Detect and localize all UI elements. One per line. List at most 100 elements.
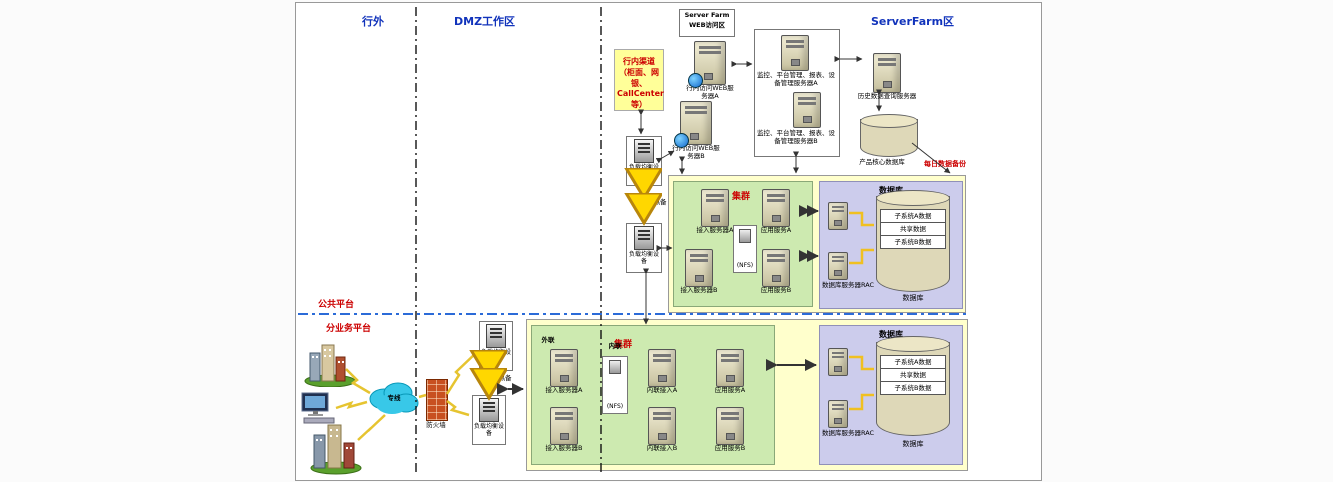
web-server-b: 行内访问WEB服务器B xyxy=(670,101,722,161)
web-access-area-box: Server Farm WEB访问区 xyxy=(679,9,735,37)
server-icon xyxy=(828,348,848,376)
city-buildings-icon xyxy=(304,344,356,387)
dmz-load-balancer-bottom: 负载均衡设备 xyxy=(472,395,506,445)
lightning-bolt-icon xyxy=(445,351,478,395)
access-server-a-bottom-label: 接入服务器A xyxy=(545,386,583,394)
globe-icon xyxy=(688,73,703,88)
core-database-label: 产品核心数据库 xyxy=(859,158,905,166)
public-platform-label: 公共平台 xyxy=(318,300,355,310)
zone-label-serverfarm: ServerFarm区 xyxy=(871,15,955,28)
access-server-a-top: 接入服务器A xyxy=(692,189,738,235)
app-server-b-bottom-label: 应用服务B xyxy=(714,444,746,452)
server-icon xyxy=(828,252,848,280)
workstation-icon xyxy=(301,392,335,424)
dmz-lb-top-label: 负载均衡设备 xyxy=(481,349,512,364)
zone-label-outside: 行外 xyxy=(362,15,384,28)
access-server-b-top-label: 接入服务器B xyxy=(680,286,718,294)
server-icon xyxy=(781,35,809,71)
internal-access-a: 内联接入A xyxy=(638,349,686,395)
web-server-a: 行内访问WEB服务器A xyxy=(684,41,736,101)
globe-icon xyxy=(674,133,689,148)
access-server-b-bottom-label: 接入服务器B xyxy=(545,444,583,452)
server-icon xyxy=(550,349,578,387)
server-icon xyxy=(828,400,848,428)
daily-backup-label: 每日数据备份 xyxy=(924,160,966,168)
mgmt-server-a-label: 监控、平台管理、报表、设备管理服务器A xyxy=(757,71,835,87)
lightning-bolt-icon xyxy=(335,400,368,410)
access-server-a-top-label: 接入服务器A xyxy=(696,226,734,234)
app-server-b-top-label: 应用服务B xyxy=(760,286,792,294)
server-icon xyxy=(701,189,729,227)
db-band: 共享数据 xyxy=(880,369,946,382)
web-load-balancer-top: 负载均衡设备 xyxy=(626,136,662,186)
database-cylinder-icon: 子系统A数据 共享数据 子系统B数据 xyxy=(876,190,950,292)
db-top-rac-label: 数据库服务器RAC xyxy=(821,281,875,289)
web-access-area-line2: WEB访问区 xyxy=(688,21,726,30)
zone-label-dmz: DMZ工作区 xyxy=(454,15,516,28)
web-server-b-label: 行内访问WEB服务器B xyxy=(672,144,720,160)
server-icon xyxy=(688,41,726,88)
server-icon xyxy=(674,101,712,148)
server-icon xyxy=(828,202,848,230)
database-box-top: 数据库 数据库服务器RAC 子系统A数据 共享数据 子系统B数据 数据库 xyxy=(819,181,963,309)
history-query-server-label: 历史数据查询服务器 xyxy=(857,92,917,100)
history-query-server: 历史数据查询服务器 xyxy=(856,53,918,101)
access-server-b-top: 接入服务器B xyxy=(676,249,722,295)
internal-access-a-label: 内联接入A xyxy=(646,386,678,394)
sub-business-platform-label: 分业务平台 xyxy=(326,324,372,334)
external-label: 外联 xyxy=(541,336,555,344)
server-icon xyxy=(716,349,744,387)
dmz-hot-standby-label: 热备 xyxy=(498,374,512,382)
app-server-a-top-label: 应用服务A xyxy=(760,226,792,234)
server-icon xyxy=(762,249,790,287)
load-balancer-icon xyxy=(634,139,654,163)
db-band: 子系统A数据 xyxy=(880,355,946,369)
management-servers-box: 监控、平台管理、报表、设备管理服务器A 监控、平台管理、报表、设备管理服务器B xyxy=(754,29,840,157)
server-icon xyxy=(648,407,676,445)
internal-label: 内联 xyxy=(608,342,622,350)
db-bottom-rac-label: 数据库服务器RAC xyxy=(821,429,875,437)
load-balancer-icon xyxy=(479,398,499,422)
nfs-icon xyxy=(739,229,751,243)
diagram-canvas: 行外 DMZ工作区 ServerFarm区 Server Farm WEB访问区… xyxy=(295,2,1042,481)
db-band: 共享数据 xyxy=(880,223,946,236)
dmz-load-balancer-top: 负载均衡设备 xyxy=(479,321,513,371)
cluster-top-title: 集群 xyxy=(732,192,751,202)
load-balancer-icon xyxy=(634,226,654,250)
dmz-lb-bottom-label: 负载均衡设备 xyxy=(474,423,505,438)
access-server-b-bottom: 接入服务器B xyxy=(540,407,588,453)
core-database-cylinder-icon xyxy=(860,114,918,157)
leased-line-label: 专线 xyxy=(387,394,401,402)
web-lb-bottom-label: 负载均衡设备 xyxy=(628,251,659,266)
server-icon xyxy=(762,189,790,227)
db-top-cyl-label: 数据库 xyxy=(902,294,924,302)
web-load-balancer-bottom: 负载均衡设备 xyxy=(626,223,662,273)
app-server-a-top: 应用服务A xyxy=(753,189,799,235)
mgmt-server-b-label: 监控、平台管理、报表、设备管理服务器B xyxy=(757,129,835,145)
server-icon xyxy=(873,53,901,93)
server-icon xyxy=(793,92,821,128)
load-balancer-icon xyxy=(486,324,506,348)
cloud-icon xyxy=(369,382,419,414)
nfs-icon xyxy=(609,360,621,374)
lightning-bolt-icon xyxy=(357,414,386,441)
cluster-bottom-title: 集群 xyxy=(614,340,633,350)
web-server-a-label: 行内访问WEB服务器A xyxy=(686,84,734,100)
firewall-icon xyxy=(426,379,448,421)
nfs-box-top: (NFS) xyxy=(733,225,757,273)
app-server-a-bottom: 应用服务A xyxy=(706,349,754,395)
nfs-top-label: (NFS) xyxy=(736,261,754,269)
lightning-bolt-icon xyxy=(418,393,427,399)
database-box-bottom: 数据库 数据库服务器RAC 子系统A数据 共享数据 子系统B数据 数据库 xyxy=(819,325,963,465)
app-server-a-bottom-label: 应用服务A xyxy=(714,386,746,394)
server-icon xyxy=(716,407,744,445)
app-server-b-bottom: 应用服务B xyxy=(706,407,754,453)
app-server-b-top: 应用服务B xyxy=(753,249,799,295)
db-bottom-title: 数据库 xyxy=(879,330,903,339)
internal-access-b: 内联接入B xyxy=(638,407,686,453)
internal-access-b-label: 内联接入B xyxy=(646,444,678,452)
lightning-bolt-icon xyxy=(446,400,470,417)
nfs-box-bottom: (NFS) xyxy=(602,356,628,414)
web-lb-top-label: 负载均衡设备 xyxy=(628,164,659,179)
